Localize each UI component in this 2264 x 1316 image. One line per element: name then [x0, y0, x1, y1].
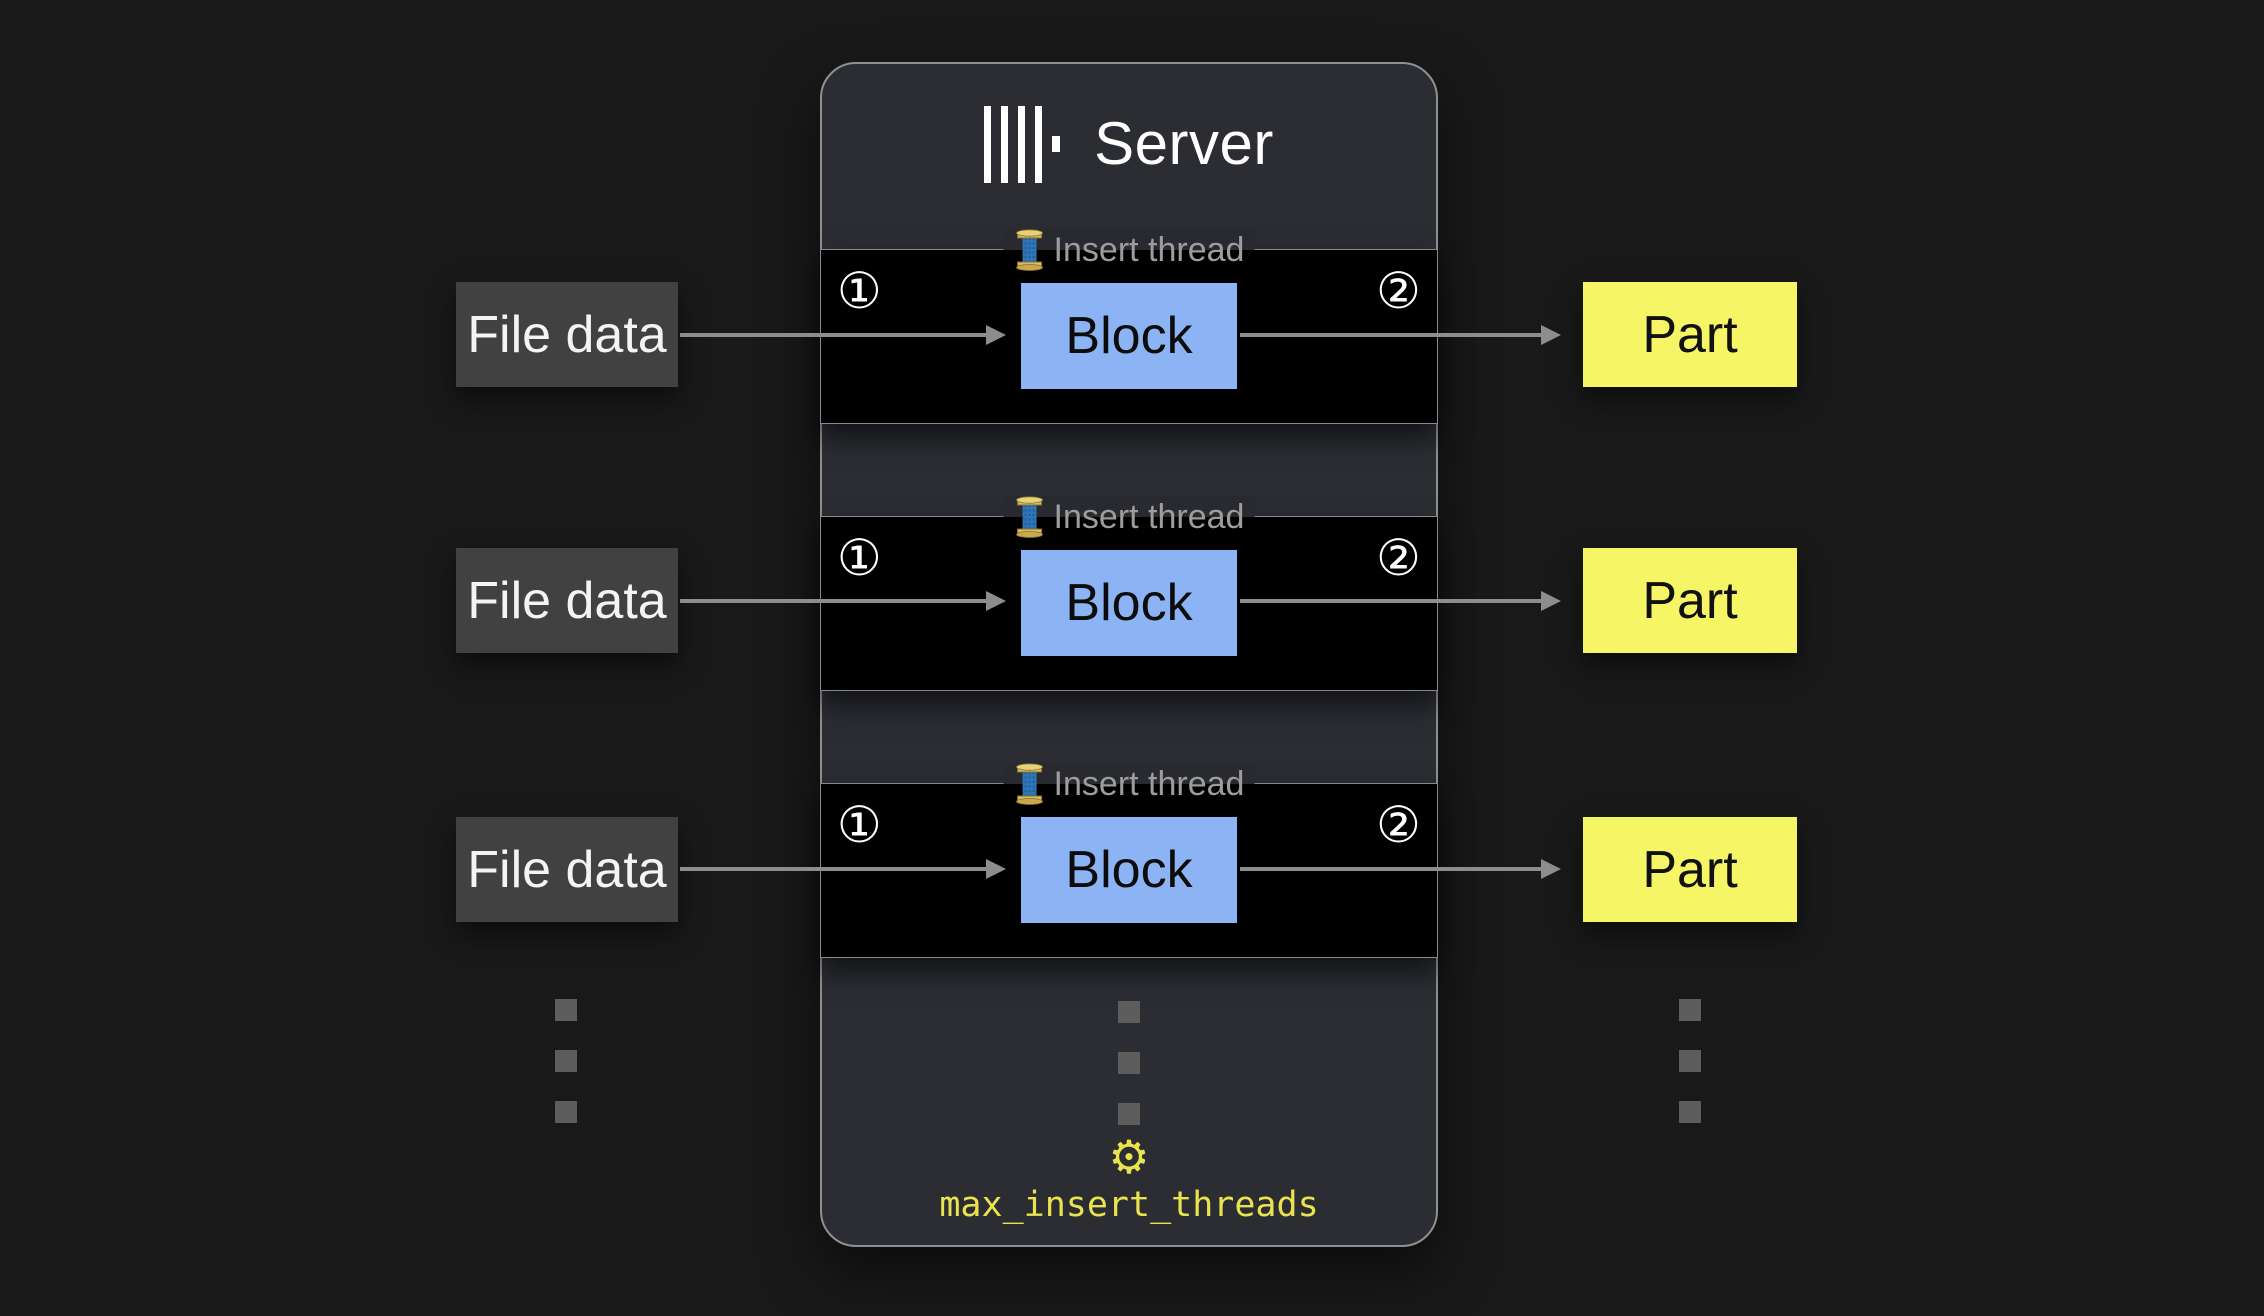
server-title: Server — [1094, 110, 1274, 177]
block-box: Block — [1021, 817, 1237, 923]
dot — [1679, 999, 1701, 1021]
insert-thread-box-2: Insert thread ① Block ② — [820, 496, 1438, 691]
file-data-box-2: File data — [456, 548, 678, 653]
ellipsis-dots-left — [555, 999, 577, 1123]
insert-thread-legend: Insert thread — [1003, 496, 1255, 538]
ellipsis-dots-center — [1118, 1001, 1140, 1125]
max-insert-threads-label: max_insert_threads — [939, 1185, 1319, 1225]
ellipsis-dots-right — [1679, 999, 1701, 1123]
thread-spool-icon — [1016, 496, 1043, 538]
part-box-3: Part — [1583, 817, 1797, 922]
part-box-1: Part — [1583, 282, 1797, 387]
step-1-badge: ① — [837, 262, 882, 320]
insert-thread-label: Insert thread — [1053, 498, 1245, 536]
arrow-in-2 — [680, 599, 987, 603]
arrowhead-in-3 — [986, 859, 1006, 879]
gear-icon: ⚙ — [1108, 1130, 1150, 1184]
dot — [555, 1050, 577, 1072]
insert-thread-label: Insert thread — [1053, 231, 1245, 269]
dot — [1118, 1001, 1140, 1023]
dot — [555, 999, 577, 1021]
logo-bar — [1035, 105, 1043, 183]
logo-bar — [984, 105, 992, 183]
arrow-in-1 — [680, 333, 987, 337]
logo-bar — [1018, 105, 1026, 183]
arrow-out-1 — [1240, 333, 1542, 337]
dot — [1118, 1103, 1140, 1125]
part-box-2: Part — [1583, 548, 1797, 653]
dot — [1118, 1052, 1140, 1074]
server-panel: Server Insert thread ① Block ② — [820, 62, 1438, 1247]
dot — [555, 1101, 577, 1123]
step-2-badge: ② — [1376, 529, 1421, 587]
step-2-badge: ② — [1376, 796, 1421, 854]
thread-spool-icon — [1016, 763, 1043, 805]
block-box: Block — [1021, 283, 1237, 389]
logo-bar — [1001, 105, 1009, 183]
arrow-out-2 — [1240, 599, 1542, 603]
insert-thread-legend: Insert thread — [1003, 229, 1255, 271]
step-2-badge: ② — [1376, 262, 1421, 320]
server-header: Server — [822, 94, 1436, 194]
insert-thread-legend: Insert thread — [1003, 763, 1255, 805]
thread-spool-icon — [1016, 229, 1043, 271]
arrowhead-out-2 — [1541, 591, 1561, 611]
block-box: Block — [1021, 550, 1237, 656]
dot — [1679, 1050, 1701, 1072]
file-data-box-1: File data — [456, 282, 678, 387]
file-data-box-3: File data — [456, 817, 678, 922]
step-1-badge: ① — [837, 529, 882, 587]
step-1-badge: ① — [837, 796, 882, 854]
logo-dot — [1052, 136, 1061, 152]
dot — [1679, 1101, 1701, 1123]
arrow-in-3 — [680, 867, 987, 871]
arrowhead-out-3 — [1541, 859, 1561, 879]
arrowhead-in-2 — [986, 591, 1006, 611]
insert-thread-label: Insert thread — [1053, 765, 1245, 803]
arrowhead-in-1 — [986, 325, 1006, 345]
clickhouse-logo-icon — [984, 105, 1061, 183]
arrowhead-out-1 — [1541, 325, 1561, 345]
arrow-out-3 — [1240, 867, 1542, 871]
